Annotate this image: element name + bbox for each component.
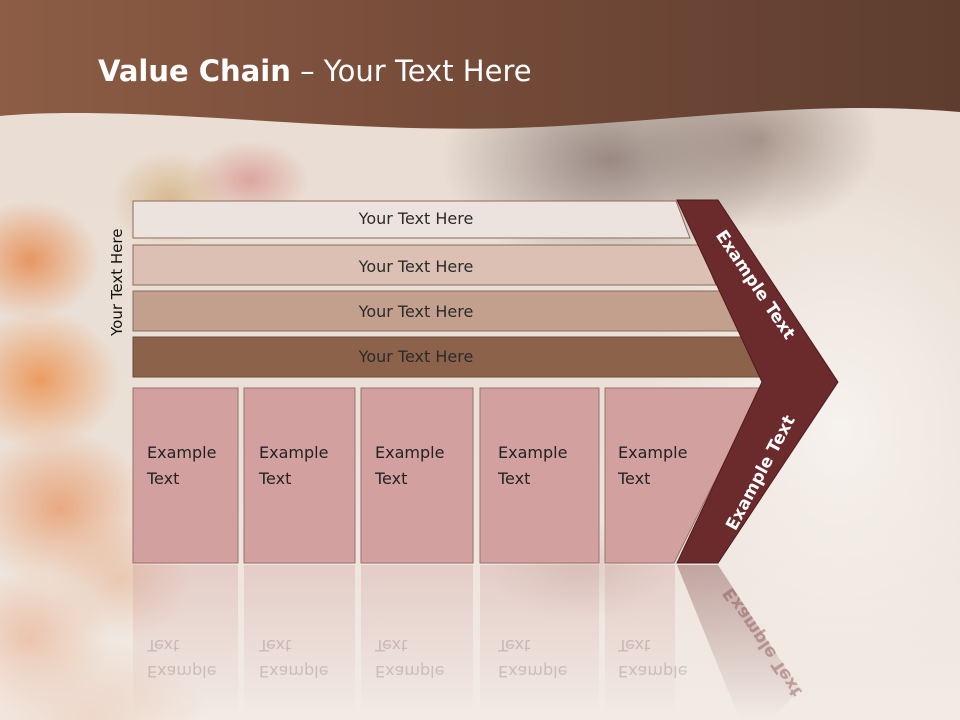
column-label-4: Example Text: [498, 440, 567, 492]
column-label-2-line2: Text: [259, 469, 292, 488]
bar-label-3: Your Text Here: [358, 302, 474, 321]
column-label-4-reflection: Example Text: [498, 632, 567, 684]
column-box-5: [604, 387, 762, 564]
bar-label-4: Your Text Here: [358, 347, 474, 366]
column-label-2: Example Text: [259, 440, 328, 492]
column-reflection-3: [361, 565, 473, 720]
bar-2: [132, 244, 717, 286]
column-label-5: Example Text: [618, 440, 687, 492]
column-label-5-line2: Text: [618, 469, 651, 488]
column-box-1: [132, 387, 239, 564]
column-label-1-line2: Text: [147, 469, 180, 488]
column-label-3-reflection-line1: Example: [375, 662, 445, 681]
header-banner: [0, 0, 960, 129]
column-label-4-line1: Example: [498, 443, 568, 462]
column-label-2-line1: Example: [259, 443, 329, 462]
column-label-2-reflection: Example Text: [259, 632, 328, 684]
column-label-1-reflection: Example Text: [147, 632, 216, 684]
column-label-1-line1: Example: [147, 443, 217, 462]
column-label-3-line2: Text: [375, 469, 408, 488]
column-label-4-reflection-line2: Text: [498, 636, 531, 655]
title-bold: Value Chain: [98, 54, 291, 88]
bar-label-1: Your Text Here: [358, 209, 474, 228]
column-label-3: Example Text: [375, 440, 444, 492]
column-reflection-1: [133, 565, 238, 720]
column-label-2-reflection-line2: Text: [259, 636, 292, 655]
column-label-1-reflection-line1: Example: [147, 662, 217, 681]
column-reflection-4: [480, 565, 599, 720]
bar-label-2: Your Text Here: [358, 257, 474, 276]
column-label-1: Example Text: [147, 440, 216, 492]
column-label-4-reflection-line1: Example: [498, 662, 568, 681]
column-label-2-reflection-line1: Example: [259, 662, 329, 681]
slide-title: Value Chain – Your Text Here: [98, 54, 532, 94]
column-label-3-reflection: Example Text: [375, 632, 444, 684]
column-label-1-reflection-line2: Text: [147, 636, 180, 655]
column-label-4-line2: Text: [498, 469, 531, 488]
column-label-3-line1: Example: [375, 443, 445, 462]
title-rest: – Your Text Here: [290, 54, 532, 88]
column-box-2: [243, 387, 356, 564]
column-label-5-line1: Example: [618, 443, 688, 462]
column-label-5-reflection-line2: Text: [618, 636, 651, 655]
column-label-5-reflection: Example Text: [618, 632, 687, 684]
bar-1: [132, 200, 691, 239]
column-reflection-2: [244, 565, 355, 720]
column-reflection-5: [605, 565, 675, 720]
column-label-5-reflection-line1: Example: [618, 662, 688, 681]
column-label-3-reflection-line2: Text: [375, 636, 408, 655]
column-box-4: [479, 387, 600, 564]
chevron-reflection: [677, 565, 800, 720]
column-box-3: [360, 387, 474, 564]
chevron-arrow: [676, 199, 839, 564]
